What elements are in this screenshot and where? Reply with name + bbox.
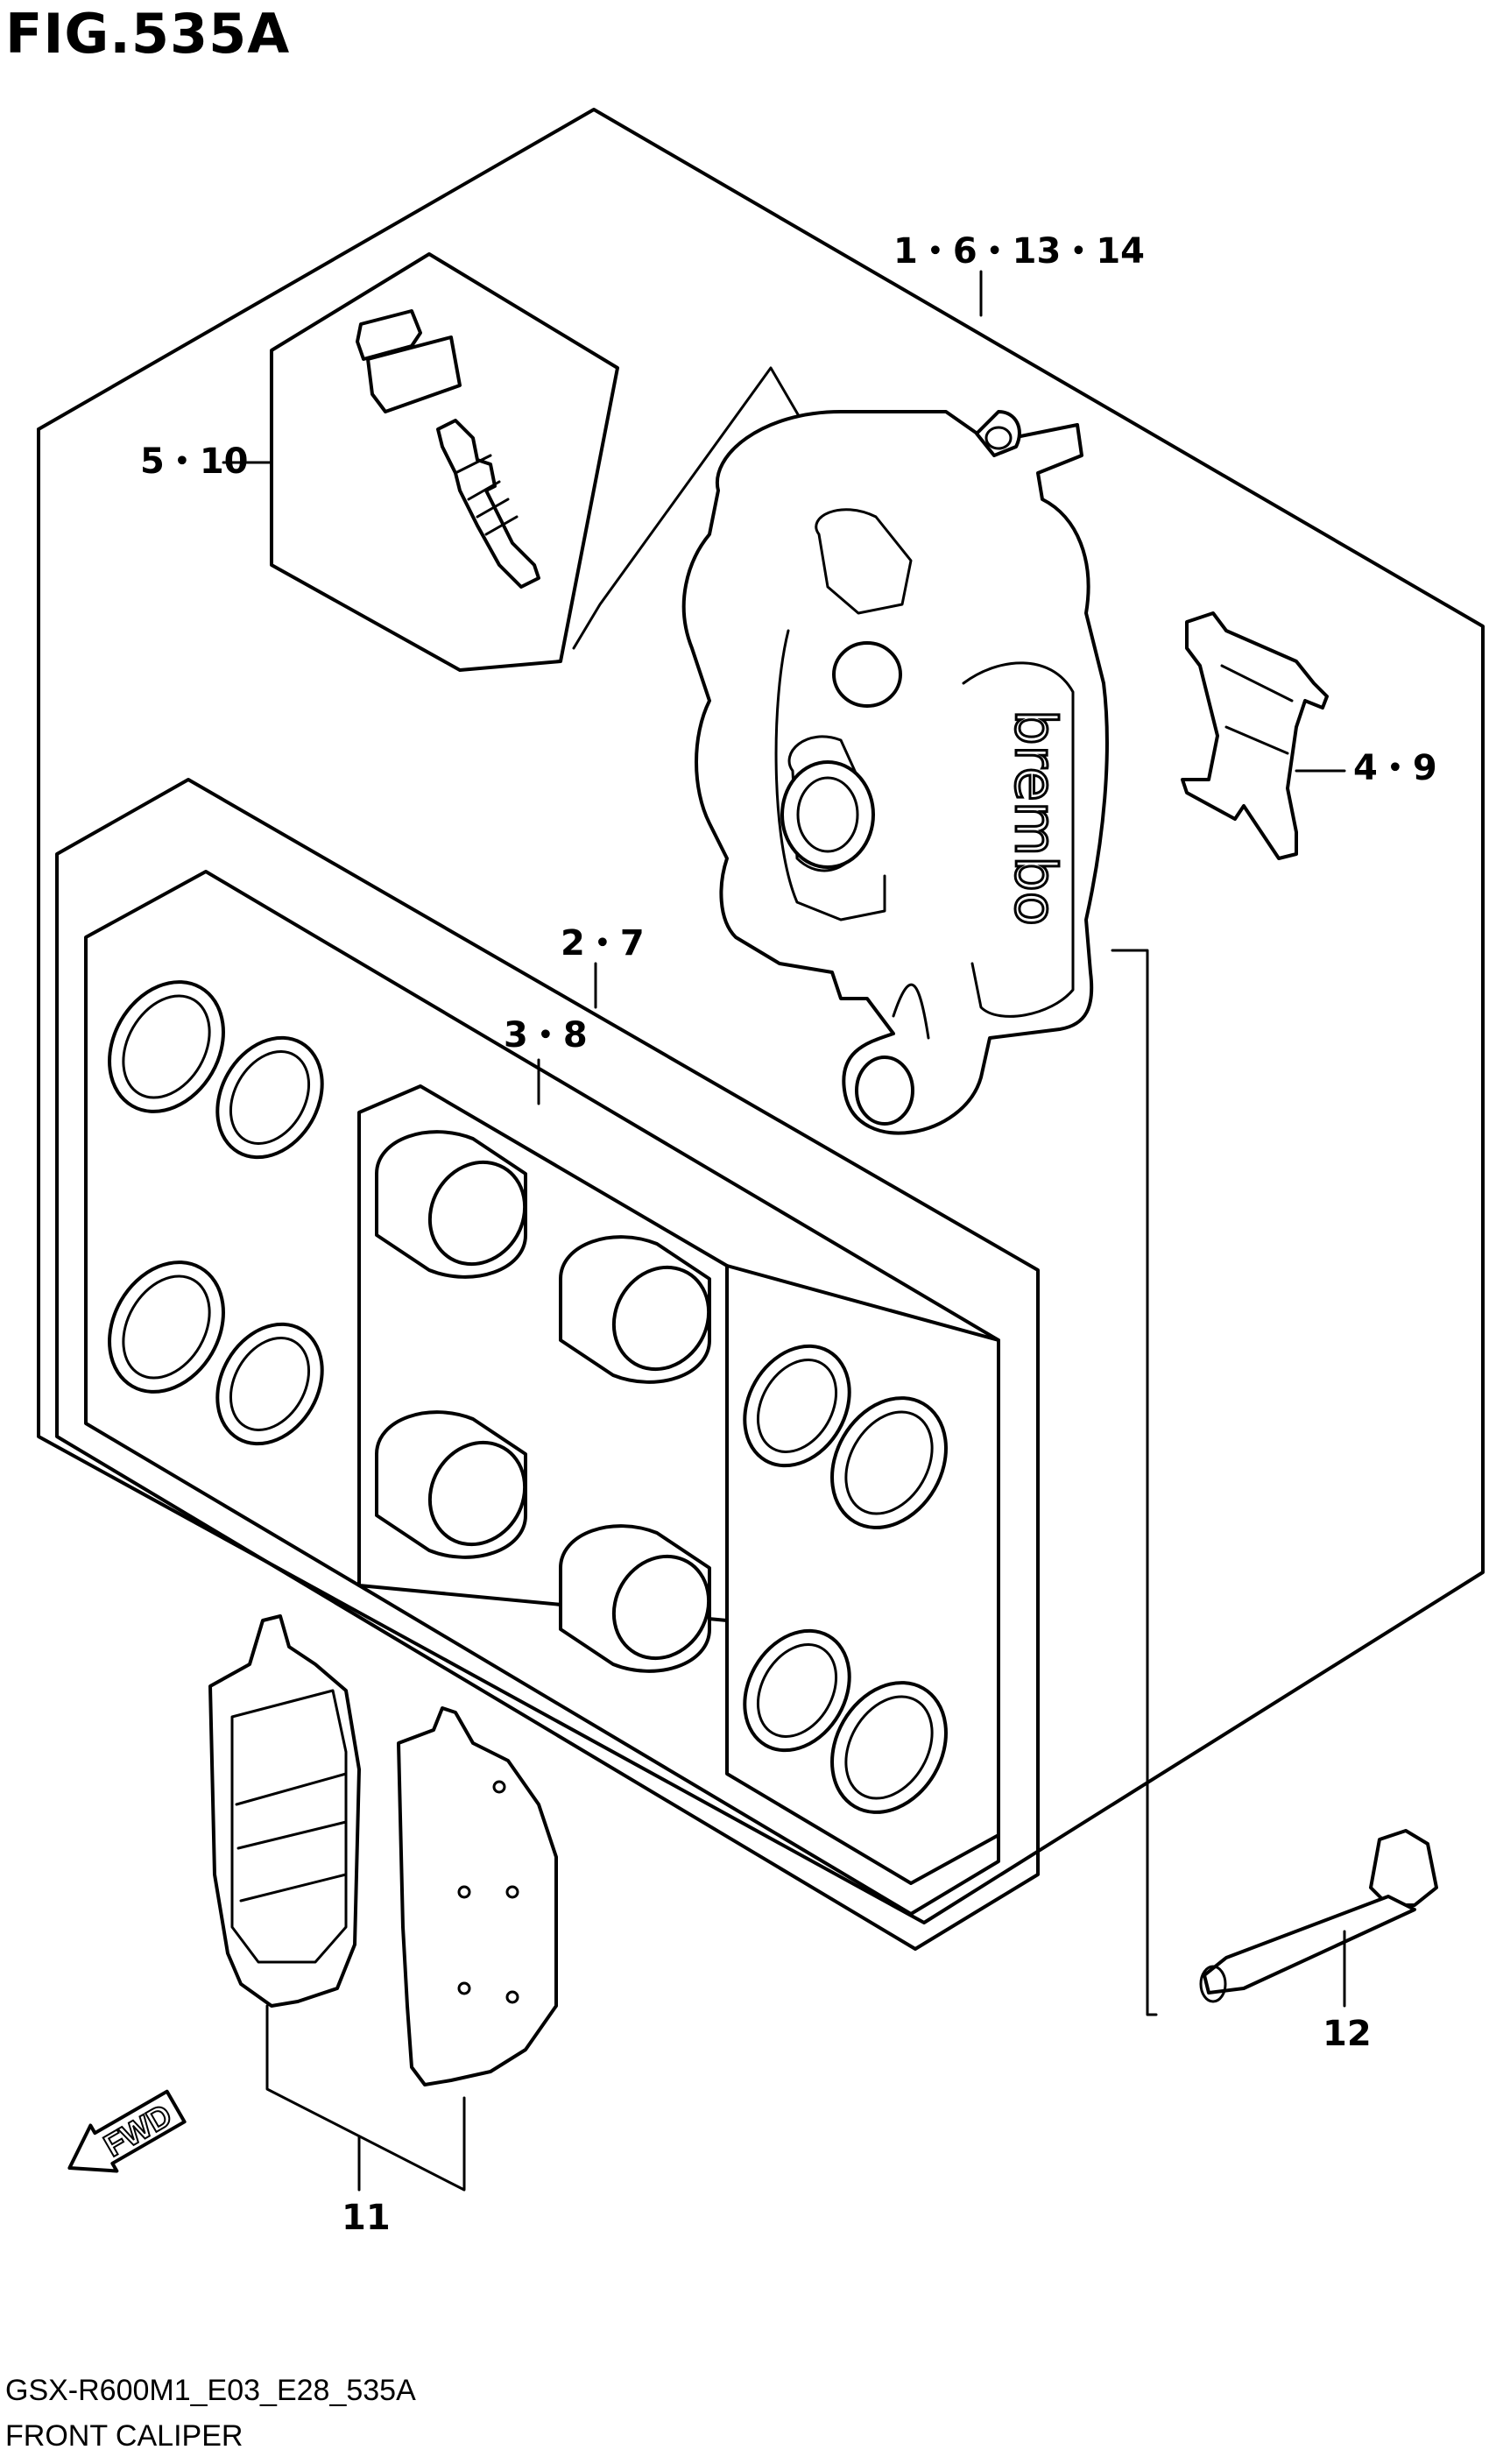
model-code: GSX-R600M1_E03_E28_535A: [5, 2374, 416, 2407]
callout-brake-pads: 11: [342, 2198, 391, 2238]
fwd-arrow-icon: FWD: [67, 2089, 187, 2173]
figure-title: FIG.535A: [5, 2, 291, 66]
callout-seal-set: 2・7: [561, 923, 645, 964]
bleeder-valve-icon: [356, 309, 540, 589]
brand-logo: brembo: [1002, 710, 1067, 926]
callout-mounting-bolt: 12: [1323, 2014, 1372, 2054]
figure-name: FRONT CALIPER: [5, 2419, 243, 2453]
caliper-icon: brembo: [681, 410, 1109, 1135]
pad-spring-icon: [1181, 611, 1329, 860]
callout-caliper-assembly: 1・6・13・14: [893, 231, 1145, 272]
brake-pad-icon: [208, 1614, 558, 2086]
caliper-bracket-line: [572, 366, 803, 650]
piston-seal-icon: [108, 980, 948, 1814]
seal-kit-inner-frame: [84, 870, 1000, 1916]
leader-pads: [265, 2004, 466, 2192]
bolt-icon: [1199, 1829, 1438, 2003]
caliper-right-line: [1111, 949, 1158, 2016]
piston-icon: [375, 1130, 711, 1673]
seal-right-frame: [725, 1264, 1000, 1885]
bleeder-box: [270, 252, 619, 672]
seal-kit-outer-frame: [55, 778, 1040, 1951]
callout-pad-spring: 4・9: [1353, 748, 1437, 788]
assembly-frame: [37, 108, 1485, 1924]
callout-piston-set: 3・8: [504, 1015, 588, 1055]
callout-bleeder-valve: 5・10: [140, 441, 249, 482]
